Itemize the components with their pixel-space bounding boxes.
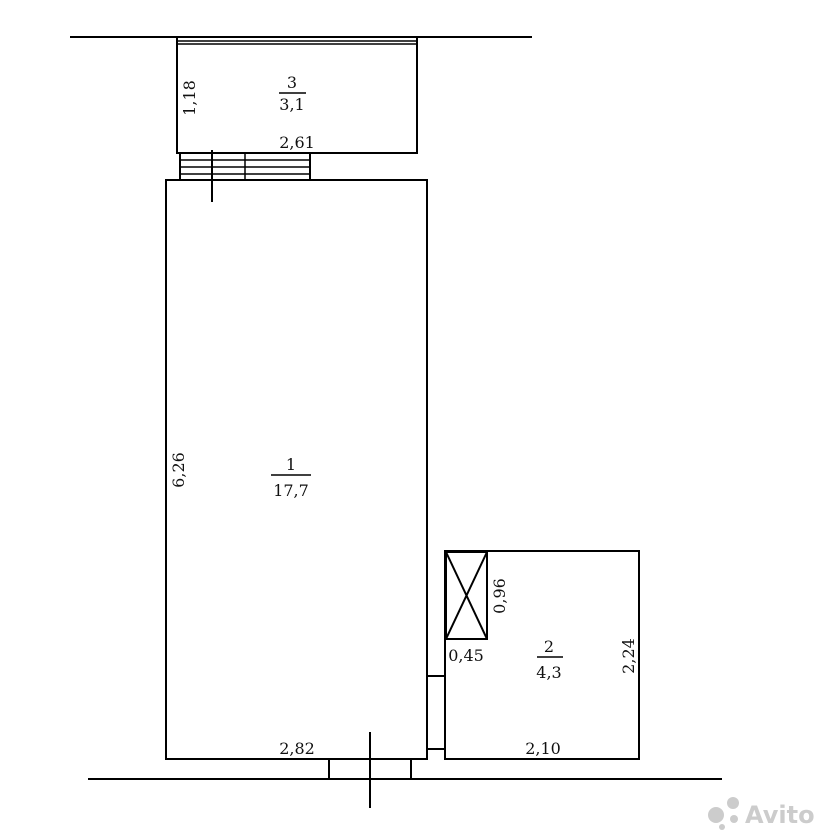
avito-logo-icon: [708, 797, 739, 830]
entrance-door: [328, 732, 412, 808]
connecting-door: [427, 675, 445, 750]
room-3: [176, 36, 418, 154]
dim-room2-width: 2,10: [525, 739, 561, 758]
room-3-number: 3: [287, 73, 297, 92]
dim-shaft-height: 0,96: [490, 578, 509, 614]
shaft-cross: [445, 551, 488, 640]
dim-room1-height: 6,26: [169, 452, 188, 488]
stairs-passage: [179, 150, 311, 202]
dim-shaft-width: 0,45: [448, 646, 484, 665]
room-2: [444, 550, 640, 760]
dim-room3-width: 2,61: [279, 133, 315, 152]
dim-room2-height: 2,24: [619, 638, 638, 674]
room-2-number: 2: [544, 637, 554, 656]
room-1: [165, 179, 428, 760]
room-3-area: 3,1: [279, 95, 304, 114]
avito-watermark: Avito: [708, 797, 815, 830]
room-1-number: 1: [286, 455, 296, 474]
dim-room3-height: 1,18: [180, 80, 199, 116]
avito-watermark-text: Avito: [745, 801, 815, 829]
dim-room1-width: 2,82: [279, 739, 315, 758]
room-1-area: 17,7: [273, 481, 309, 500]
room-2-area: 4,3: [536, 663, 561, 682]
